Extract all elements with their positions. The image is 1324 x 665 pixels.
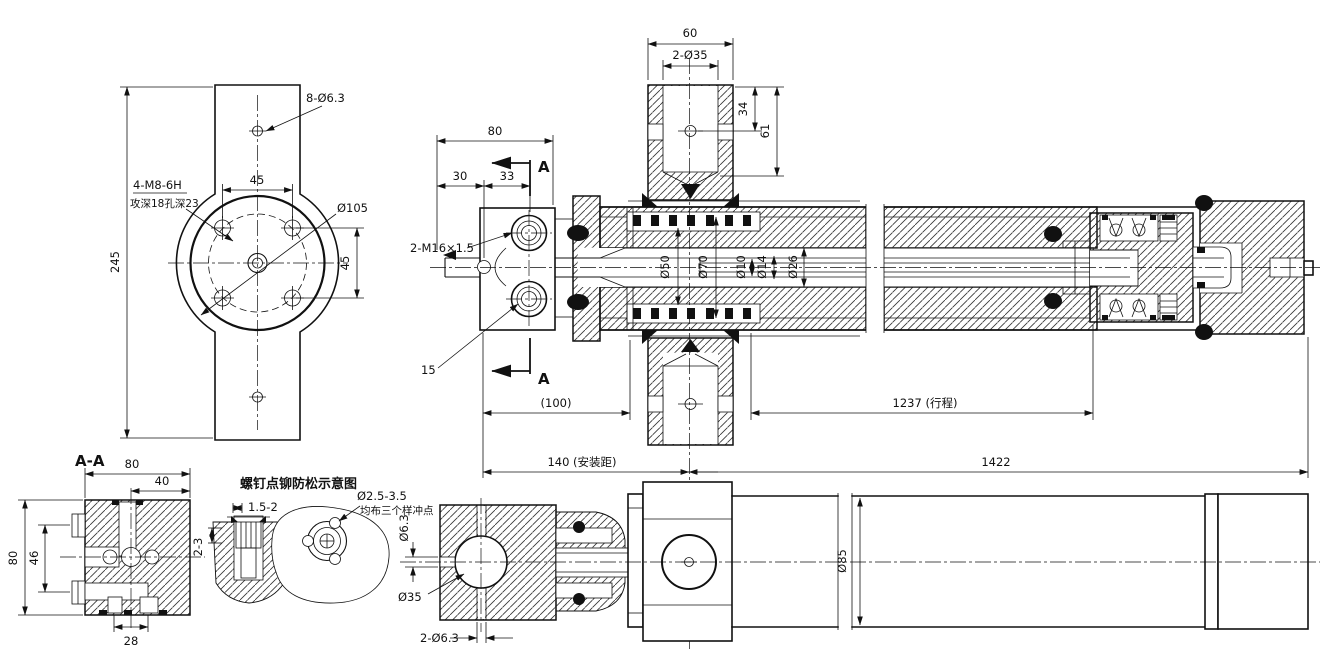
label-2xd63: 2-Ø6.3 — [420, 631, 459, 645]
dia-bore-70: Ø70 — [696, 255, 710, 279]
dim-61: 61 — [758, 124, 772, 139]
flange-end-view: 245 45 45 Ø105 8-Ø6.3 4-M8-6H 攻深18孔深23 — [108, 84, 368, 441]
dim-15: 15 — [421, 363, 436, 377]
piston-rod — [443, 247, 1090, 288]
staking-punch-note: 均布三个样冲点 — [360, 504, 434, 517]
dim-33: 33 — [500, 169, 515, 183]
section-letter-top: A — [538, 158, 550, 176]
dia-10: Ø10 — [734, 255, 748, 279]
label-thread-spec: 4-M8-6H — [133, 178, 182, 192]
dim-mount-distance: 140 (安装距) — [547, 455, 616, 469]
dia-rod-50: Ø50 — [658, 255, 672, 279]
dia-hole-63: Ø6.3 — [397, 514, 411, 541]
staking-punch-dia: Ø2.5-3.5 — [357, 489, 407, 503]
bottom-port-boss — [642, 330, 739, 446]
dim-100: (100) — [541, 396, 572, 410]
dim-aa-40: 40 — [155, 474, 170, 488]
dia-14: Ø14 — [755, 255, 769, 279]
main-section-view: A A 60 2-Ø35 34 61 80 30 33 2-M16×1.5 15… — [410, 26, 1320, 652]
dim-aa-width: 80 — [125, 457, 140, 471]
top-port-boss — [642, 84, 739, 207]
dim-45-horizontal: 45 — [250, 173, 265, 187]
label-thread-note: 攻深18孔深23 — [130, 197, 199, 210]
dim-2xd35: 2-Ø35 — [672, 48, 707, 62]
label-rod-ports: 2-M16×1.5 — [410, 241, 474, 255]
section-aa-title: A-A — [75, 452, 105, 470]
staking-title: 螺钉点铆防松示意图 — [240, 476, 357, 492]
dim-245: 245 — [108, 251, 122, 273]
bottom-view: Ø6.3 Ø35 2-Ø6.3 Ø85 — [397, 481, 1320, 645]
label-bolt-circle-dia: Ø105 — [337, 201, 368, 215]
dia-26: Ø26 — [786, 255, 800, 279]
dim-80: 80 — [488, 124, 503, 138]
section-aa-view: A-A 80 40 46 80 28 — [6, 452, 205, 648]
dim-aa-height: 80 — [6, 551, 20, 566]
dim-stroke: 1237 (行程) — [893, 396, 958, 410]
staking-dim-depth: 1.5-2 — [248, 500, 278, 514]
dim-aa-46: 46 — [27, 551, 41, 566]
section-letter-bottom: A — [538, 370, 550, 388]
dim-30: 30 — [453, 169, 468, 183]
staking-dim-side: 2-3 — [191, 538, 205, 557]
dim-aa-28: 28 — [124, 634, 139, 648]
dia-barrel-85: Ø85 — [835, 549, 849, 573]
dim-45-vertical: 45 — [338, 256, 352, 271]
gland-seals — [633, 215, 751, 319]
rod-end-block — [477, 207, 556, 331]
section-cut-arrows: A A — [491, 156, 550, 388]
dim-60: 60 — [683, 26, 698, 40]
dia-clevis-35: Ø35 — [398, 590, 422, 604]
dim-34: 34 — [736, 102, 750, 117]
staking-detail: 螺钉点铆防松示意图 1.5-2 2-3 Ø2.5-3.5 均布三个样冲点 — [191, 476, 434, 604]
dim-overall-length: 1422 — [981, 455, 1010, 469]
label-8-holes: 8-Ø6.3 — [306, 91, 345, 105]
